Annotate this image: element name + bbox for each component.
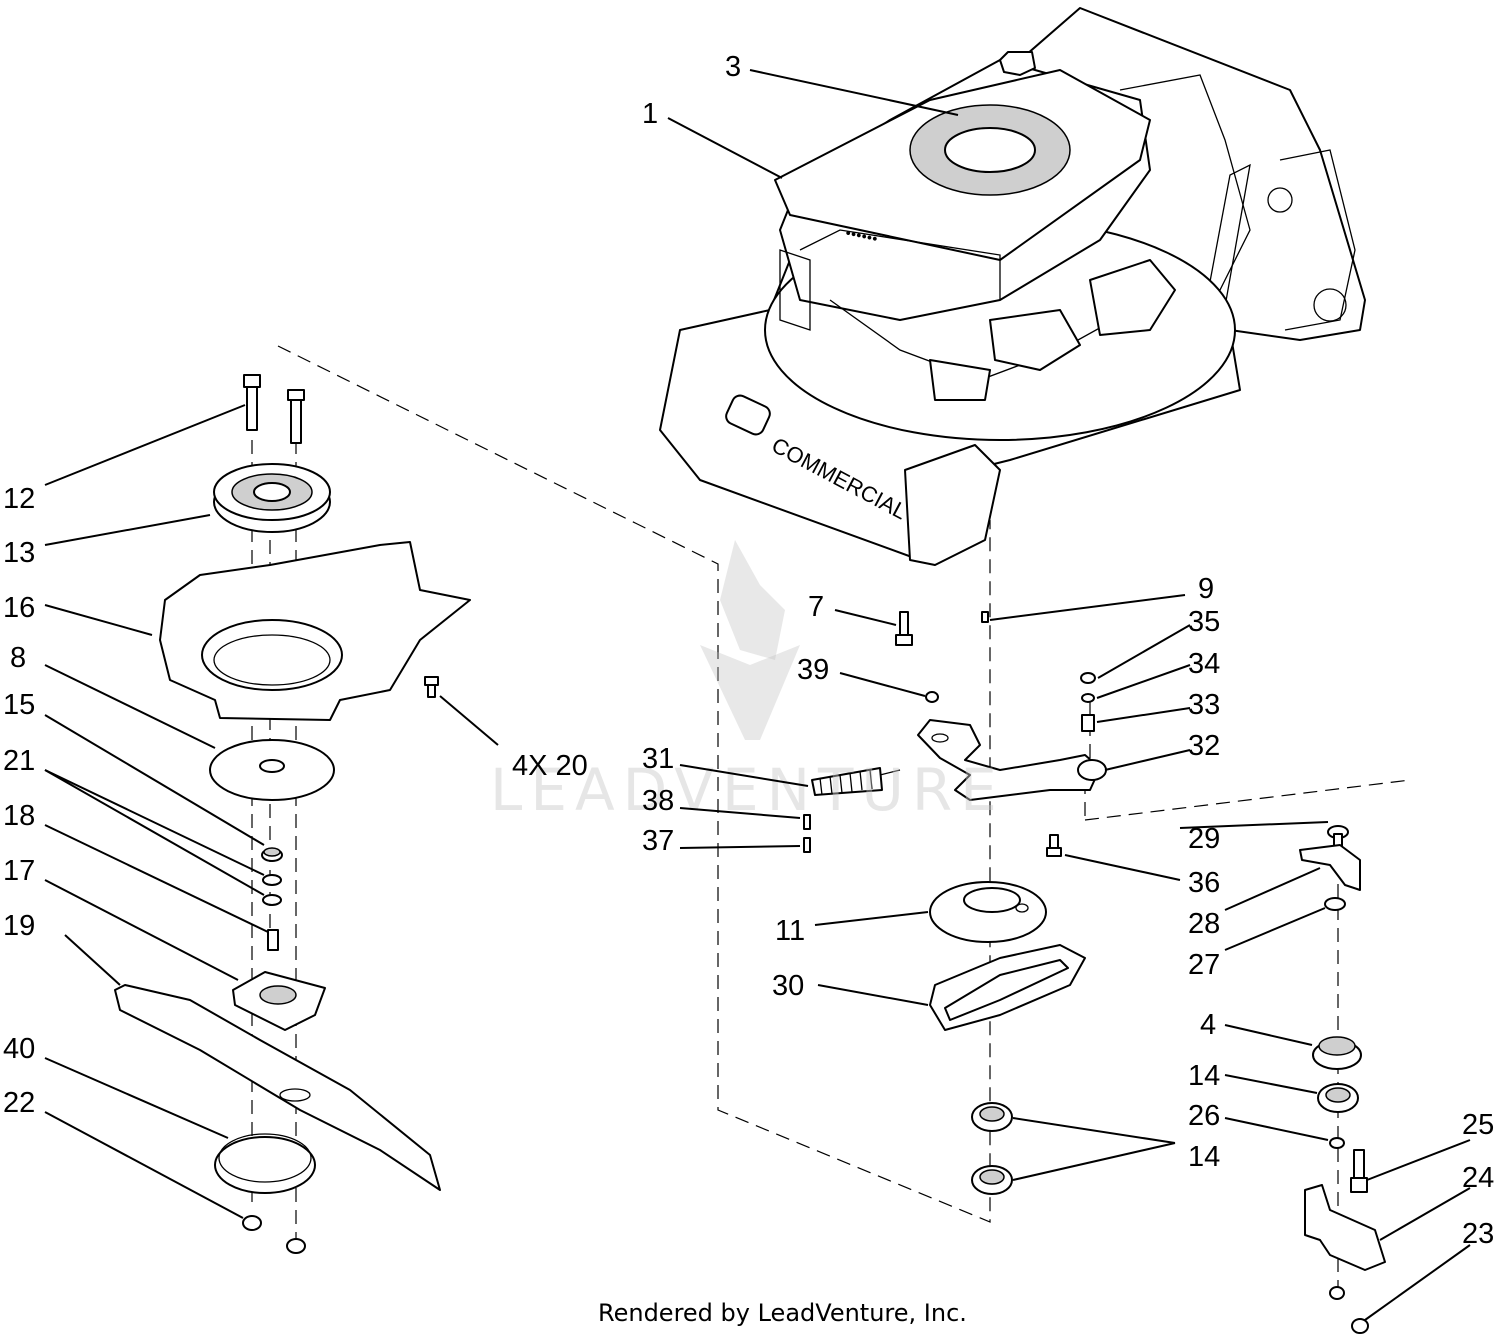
nut-23 [1329,1286,1369,1334]
bolts-12 [243,374,305,444]
callout-15: 15 [3,689,35,721]
callout-4: 4 [1200,1009,1216,1041]
callout-14a: 14 [1188,1060,1220,1092]
callout-23: 23 [1462,1218,1494,1250]
washer-26 [1329,1137,1345,1149]
callout-3: 3 [725,51,741,83]
callout-38: 38 [642,785,674,817]
callout-30: 30 [772,970,804,1002]
bolt-7 [895,611,913,646]
callout-25: 25 [1462,1109,1494,1141]
pulley-13 [213,463,331,533]
callout-36: 36 [1188,867,1220,899]
callout-26: 26 [1188,1100,1220,1132]
washer-8 [209,739,335,801]
callout-18: 18 [3,800,35,832]
screw-20 [424,676,439,698]
callout-12: 12 [3,483,35,515]
callout-33: 33 [1188,689,1220,721]
bolt-36 [1046,834,1062,857]
key-9 [981,611,989,623]
callout-40: 40 [3,1033,35,1065]
leader-lines [44,69,1471,1321]
callout-27: 27 [1188,949,1220,981]
pins-38-37 [803,814,811,853]
callout-labels: 1 3 12 13 16 8 15 21 18 17 19 40 22 4X 2… [3,51,1494,1250]
callout-19: 19 [3,910,35,942]
callout-17: 17 [3,855,35,887]
callout-7: 7 [808,591,824,623]
callout-8: 8 [10,642,26,674]
callout-4x20: 4X 20 [512,750,588,782]
bushing-4 [1312,1036,1362,1070]
callout-21: 21 [3,745,35,777]
callout-11: 11 [775,915,805,947]
belt-30 [929,944,1086,1031]
spring-31 [811,767,901,796]
callout-35: 35 [1188,606,1220,638]
belt-cover-16 [159,541,471,721]
callout-31: 31 [642,743,674,775]
washer-39 [925,691,939,703]
callout-1: 1 [642,98,658,130]
callout-22: 22 [3,1087,35,1119]
callout-37: 37 [642,825,674,857]
footer-credit: Rendered by LeadVenture, Inc. [598,1299,967,1327]
blade-19 [114,984,441,1191]
callout-32: 32 [1188,730,1220,762]
stud-25 [1350,1149,1368,1193]
bracket-24 [1304,1184,1386,1271]
engine-shroud: ●●●●●● [764,51,1236,441]
callout-14b: 14 [1188,1141,1220,1173]
bearings-14 [971,1102,1013,1195]
callout-13: 13 [3,537,35,569]
idler-arm-32 [917,719,1107,801]
callout-16: 16 [3,592,35,624]
bracket-28 [1299,844,1361,891]
bearing-14-right [1317,1083,1359,1113]
pin-29 [1327,825,1349,847]
callout-28: 28 [1188,908,1220,940]
hardware-35-34-33 [1080,672,1096,732]
pulley-11 [929,881,1047,943]
callout-29: 29 [1188,823,1220,855]
callout-9: 9 [1198,573,1214,605]
spacers-15-21-18 [261,847,283,951]
blade-plate-40 [214,1133,316,1194]
blade-adapter-17 [232,971,326,1031]
nuts-22 [242,1215,306,1254]
callout-34: 34 [1188,648,1220,680]
washer-27 [1324,897,1346,911]
callout-24: 24 [1462,1162,1494,1194]
leadventure-watermark: LEADVENTURE [490,540,997,824]
callout-39: 39 [797,654,829,686]
